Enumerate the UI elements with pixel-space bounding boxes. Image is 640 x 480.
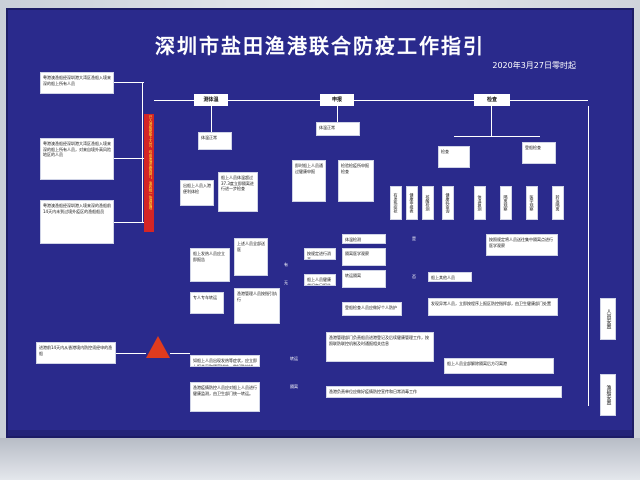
lower-box-2: 渔港疫情防控人员应对船上人员进行健康监测，由卫生部门统一转运。 bbox=[190, 382, 260, 412]
connector-line bbox=[454, 136, 540, 137]
right-box-temp: 体温检测 bbox=[342, 234, 386, 244]
vertical-box-6: 隔离观察 bbox=[500, 186, 512, 220]
notice-board: 深圳市盐田渔港联合防疫工作指引 2020年3月27日零时起 粤港澳渔船经深圳港大… bbox=[6, 8, 634, 438]
connector-line bbox=[588, 106, 589, 406]
middle-box-report: 船上发热人员应立即报告 bbox=[190, 248, 230, 282]
arrow-label-is: 是 bbox=[412, 236, 416, 241]
col2-box-quarantine: 检验检疫所申报检查 bbox=[338, 160, 374, 202]
arrow-label-not: 否 bbox=[412, 274, 416, 279]
lower-box-1: 如船上人员出现发热等症状，应立即上报并采取隔离措施，做好防护措施。 bbox=[190, 355, 260, 367]
connector-line bbox=[337, 106, 338, 122]
bottom-box-publicity: 渔港负责单位应做好疫情防控宣传和日常消毒工作 bbox=[326, 386, 562, 398]
col2-box-health: 即时船上人员通过健康申报 bbox=[292, 160, 326, 202]
middle-box-disinfect: 按规定进行消毒 bbox=[304, 248, 336, 260]
left-box-2: 粤港澳渔船经深圳港大湾区渔船入境来深的船上所有人员，对来自境外高风险地区的人员 bbox=[40, 138, 114, 180]
vertical-box-2: 健康申报表 bbox=[406, 186, 418, 220]
red-notice-strip: 已入港船舶船上人员，均由渔港监管部门、渔政统一协调管理 bbox=[144, 114, 154, 232]
header-declare: 申报 bbox=[320, 94, 354, 106]
right-box-observe: 隔离医学观察 bbox=[342, 248, 386, 266]
bottom-box-registration: 渔港管理部门负责船员进港登记及后续健康管理工作，按照联防联控机制及时通报相关信息 bbox=[326, 332, 434, 362]
vertical-box-1: 有发热症状 bbox=[390, 186, 402, 220]
middle-box-daily: 船上人员健康状况每日报告 bbox=[304, 274, 336, 286]
connector-line bbox=[114, 222, 144, 223]
connector-line bbox=[154, 100, 194, 101]
vertical-box-3: 核酸检测 bbox=[422, 186, 434, 220]
side-box-vessel: 渔船安置 bbox=[600, 374, 616, 416]
connector-line bbox=[114, 82, 144, 83]
header-temperature: 测体温 bbox=[194, 94, 228, 106]
col3-box-check: 检查 bbox=[438, 146, 470, 168]
bottom-box-release: 船上人员全部解除隔离后方可离港 bbox=[444, 358, 554, 374]
col1-box-pass: 出船上人员入港便利体检 bbox=[180, 180, 214, 206]
arrow-label-transfer: 转运 bbox=[290, 356, 298, 361]
connector-line bbox=[170, 353, 190, 354]
col3-box-board: 登船检查 bbox=[522, 142, 556, 164]
col1-box-normal: 体温正常 bbox=[198, 132, 232, 150]
arrow-label-no: 无 bbox=[284, 280, 288, 285]
connector-line bbox=[491, 106, 492, 136]
right-box-isolate: 按照规定将人员送往集中隔离点进行医学观察 bbox=[486, 234, 558, 256]
middle-box-hospital: 上述人员全部送医 bbox=[234, 238, 268, 276]
middle-box-transfer: 专人专车转运 bbox=[190, 292, 224, 314]
header-inspect: 检查 bbox=[474, 94, 510, 106]
vertical-box-4: 健康码查询 bbox=[442, 186, 454, 220]
right-box-others: 船上其他人员 bbox=[428, 272, 472, 282]
connector-line bbox=[114, 158, 144, 159]
effective-date: 2020年3月27日零时起 bbox=[492, 61, 576, 70]
right-box-transport: 转运隔离 bbox=[342, 270, 386, 288]
right-box-protect: 登船检查人员应做好个人防护 bbox=[342, 302, 402, 316]
connector-line bbox=[211, 106, 212, 132]
col1-box-fever: 船上人员体温超过37.3度立即隔离进行进一步检查 bbox=[218, 172, 258, 212]
connector-line bbox=[354, 100, 474, 101]
vertical-box-5: 体温复测 bbox=[474, 186, 486, 220]
connector-line bbox=[142, 82, 143, 222]
left-box-1: 粤港澳渔船经深圳港大湾区渔船入境来深的船上所有人员 bbox=[40, 72, 114, 94]
col2-box-normal: 体温正常 bbox=[316, 122, 360, 136]
floor-area bbox=[0, 438, 640, 480]
warning-triangle-icon bbox=[146, 336, 170, 358]
side-box-personnel: 人员安置 bbox=[600, 298, 616, 340]
connector-line bbox=[228, 100, 320, 101]
right-box-report: 发现异常人员，立即按程序上报区防控指挥部，由卫生健康部门处置 bbox=[428, 298, 558, 316]
left-box-4: 进港前14天内从香港境内防控须经申的渔船 bbox=[36, 342, 116, 364]
left-box-3: 粤港澳渔船经深圳港入境来深的渔船前14天内未到过境外疫区的渔船船员 bbox=[40, 200, 114, 244]
vertical-box-8: 转运隔离 bbox=[552, 186, 564, 220]
page-title: 深圳市盐田渔港联合防疫工作指引 bbox=[155, 34, 485, 58]
connector-line bbox=[116, 353, 146, 354]
connector-line bbox=[510, 100, 588, 101]
arrow-label-isolate: 隔离 bbox=[290, 384, 298, 389]
middle-box-manage: 渔港管理人员按指引执行 bbox=[234, 288, 280, 324]
vertical-box-7: 医学观察 bbox=[526, 186, 538, 220]
arrow-label-yes: 有 bbox=[284, 262, 288, 267]
